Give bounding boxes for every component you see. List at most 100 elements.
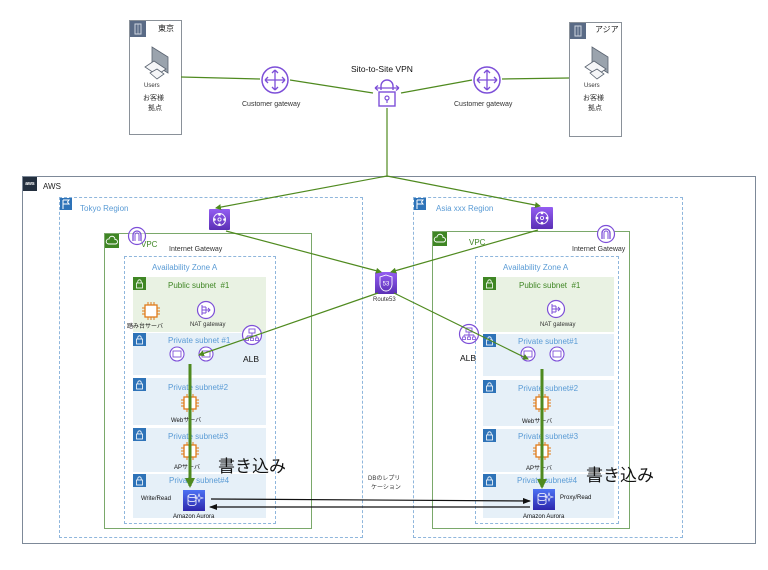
bastion-label: 踏み台サーバ: [127, 324, 163, 330]
region-name: Asia xxx Region: [436, 204, 494, 213]
ec2-web-server-icon: [533, 394, 551, 412]
lock-icon: [133, 277, 146, 290]
network-interface-icon: [169, 346, 185, 362]
ec2-ap-server-icon: [533, 442, 551, 460]
ap-server-label: APサーバ: [526, 466, 552, 472]
private-subnet-label: Private subnet#1: [518, 337, 579, 346]
replication-label-line1: DBのレプリ: [368, 476, 401, 482]
alb-icon: [458, 323, 480, 345]
write-label: 書き込み: [586, 466, 654, 486]
private-subnet-label: Private subnet#4: [517, 476, 578, 485]
customer-gateway-icon: [473, 66, 501, 94]
users-client-icon: [144, 46, 169, 80]
building-icon: [130, 21, 146, 37]
vpc-tokyo: VPC: [104, 233, 312, 529]
nat-gateway-label: NAT gateway: [540, 322, 576, 328]
web-server-label: Webサーバ: [522, 419, 553, 425]
private-subnet-tokyo-3: Private subnet#3: [133, 428, 266, 472]
private-subnet-label: Private subnet#2: [168, 383, 229, 392]
region-tokyo: Tokyo Region: [59, 197, 363, 538]
internet-gateway-label: Internet Gateway: [169, 246, 223, 253]
public-subnet-label: Public subnet #1: [519, 281, 581, 290]
nat-gateway-label: NAT gateway: [190, 322, 226, 328]
customer-gateway-label: Customer gateway: [454, 101, 513, 108]
public-subnet-label: Public subnet #1: [168, 281, 230, 290]
db-role-label: Proxy/Read: [560, 495, 592, 501]
ec2-ap-server-icon: [181, 442, 199, 460]
ec2-bastion-icon: [142, 302, 160, 320]
vpc-cloud-icon: [433, 232, 447, 246]
route53-label: Route53: [373, 297, 396, 303]
ap-server-label: APサーバ: [174, 465, 200, 471]
lock-icon: [483, 474, 496, 487]
lock-icon: [483, 277, 496, 290]
internet-gateway-icon: [127, 226, 147, 246]
site-name: アジア: [595, 25, 619, 34]
svg-text:53: 53: [383, 282, 390, 288]
building-icon: [570, 23, 586, 39]
site-tokyo: 東京 Users お客様 拠点: [129, 20, 182, 135]
private-subnet-label: Private subnet#4: [169, 476, 230, 485]
site-desc-line2: 拠点: [148, 105, 162, 112]
site-asia: アジア Users お客様 拠点: [569, 22, 622, 137]
connector-cgw-vpn-left: [289, 79, 374, 94]
users-label: Users: [584, 83, 600, 89]
site-desc-line1: お客様: [583, 95, 604, 102]
vpc-label: VPC: [141, 240, 158, 249]
connector-cgw-asia-site: [501, 77, 570, 80]
lock-icon: [133, 474, 146, 487]
alb-icon: [241, 324, 263, 346]
connector-vpn-cgw-right: [400, 79, 473, 94]
private-subnet-label: Private subnet #1: [168, 336, 231, 345]
region-name: Tokyo Region: [80, 204, 129, 213]
lock-icon: [133, 333, 146, 346]
alb-label: ALB: [460, 353, 477, 363]
web-server-label: Webサーバ: [171, 418, 202, 424]
transit-gateway-icon: [209, 209, 230, 230]
lock-icon: [133, 428, 146, 441]
network-interface-icon: [520, 346, 536, 362]
connector-tokyo-site-cgw: [180, 76, 261, 80]
customer-gateway-label: Customer gateway: [242, 101, 301, 108]
private-subnet-label: Private subnet#3: [168, 432, 229, 441]
db-label: Amazon Aurora: [523, 514, 565, 520]
network-interface-icon: [198, 346, 214, 362]
private-subnet-tokyo-2: Private subnet#2: [133, 378, 266, 425]
network-interface-icon: [549, 346, 565, 362]
availability-zone-tokyo: Availability Zone A: [124, 256, 276, 524]
internet-gateway-label: Internet Gateway: [572, 246, 626, 253]
aws-label: AWS: [43, 182, 61, 191]
amazon-aurora-icon: [183, 490, 205, 511]
customer-gateway-icon: [261, 66, 289, 94]
replication-label-line2: ケーション: [371, 485, 401, 491]
private-subnet-label: Private subnet#3: [518, 432, 579, 441]
private-subnet-label: Private subnet#2: [518, 384, 579, 393]
users-client-icon: [584, 46, 609, 80]
route53-icon: 53: [375, 272, 397, 294]
vpc-cloud-icon: [105, 234, 119, 248]
write-label: 書き込み: [218, 457, 286, 477]
site-desc-line2: 拠点: [588, 105, 602, 112]
internet-gateway-icon: [596, 224, 616, 244]
site-desc-line1: お客様: [143, 95, 164, 102]
vpn-label: Sito-to-Site VPN: [351, 64, 413, 74]
lock-icon: [133, 378, 146, 391]
lock-icon: [483, 429, 496, 442]
amazon-aurora-icon: [533, 489, 555, 510]
vpc-label: VPC: [469, 238, 486, 247]
users-label: Users: [144, 83, 160, 89]
aws-logo: aws: [23, 177, 37, 191]
db-role-label: Write/Read: [141, 496, 171, 502]
site-name: 東京: [158, 24, 174, 33]
nat-gateway-icon: [196, 300, 216, 320]
lock-icon: [483, 380, 496, 393]
az-label: Availability Zone A: [152, 263, 218, 272]
lock-icon: [483, 334, 496, 347]
ec2-web-server-icon: [181, 394, 199, 412]
nat-gateway-icon: [546, 299, 566, 319]
region-flag-icon: [414, 198, 426, 210]
alb-label: ALB: [243, 354, 260, 364]
az-label: Availability Zone A: [503, 263, 569, 272]
transit-gateway-icon: [531, 207, 553, 229]
region-flag-icon: [60, 198, 72, 210]
